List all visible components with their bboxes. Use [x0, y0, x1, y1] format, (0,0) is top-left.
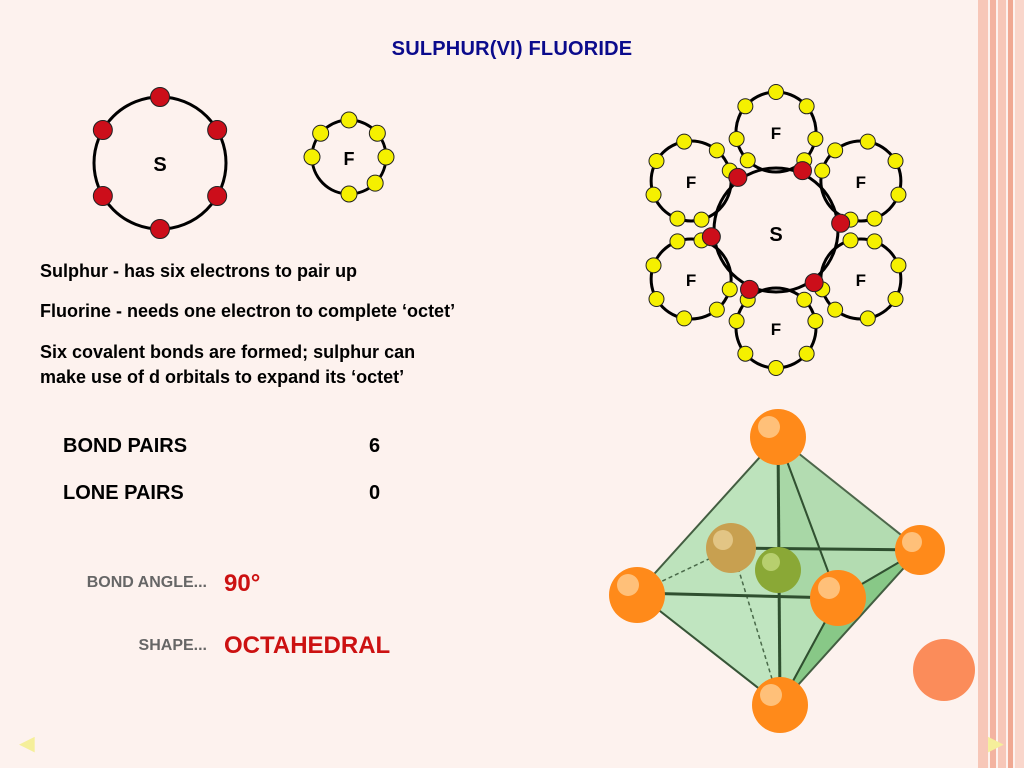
next-slide-icon[interactable]: ► — [983, 728, 1009, 758]
sulphur-electron — [728, 167, 748, 187]
fluorine-electron — [648, 153, 665, 169]
fluorine-electron — [648, 291, 665, 307]
molecule-sulphur-label: S — [769, 224, 782, 246]
fluorine-electron — [693, 211, 710, 228]
fluorine-atom-diagram: F — [303, 111, 395, 203]
sulphur-electrons — [92, 87, 228, 239]
molecule-fluorine-label: F — [856, 271, 866, 290]
fluorine-electron — [890, 257, 907, 274]
fluorine-electron — [859, 133, 876, 150]
description-line-4: make use of d orbitals to expand its ‘oc… — [40, 367, 405, 387]
fluorine-electron — [676, 133, 693, 150]
fluorine-electron — [842, 232, 859, 249]
fluorine-electron — [368, 124, 386, 142]
lone-pairs-value: 0 — [369, 482, 381, 504]
fluorine-electron — [739, 152, 756, 169]
lone-pairs-label: LONE PAIRS — [63, 482, 184, 504]
sulphur-electron — [207, 120, 228, 140]
description-line-2: Fluorine - needs one electron to complet… — [40, 301, 456, 321]
fluorine-electron — [887, 291, 904, 307]
molecule-fluorine-label: F — [856, 173, 866, 192]
fluorine-electron — [721, 281, 738, 298]
fluorine-label: F — [344, 149, 355, 169]
shape-value: OCTAHEDRAL — [224, 632, 391, 659]
fluorine-electron — [366, 174, 384, 192]
fluorine-electron — [827, 301, 844, 318]
fluorine-electron — [768, 360, 784, 376]
description-line-3: Six covalent bonds are formed; sulphur c… — [40, 342, 416, 362]
fluorine-electron — [798, 345, 815, 362]
decorative-stripes — [978, 0, 1024, 768]
fluorine-electron — [737, 345, 754, 362]
bond-pairs-label: BOND PAIRS — [63, 435, 188, 457]
fluorine-electron — [807, 130, 824, 147]
bond-angle-value: 90° — [224, 570, 261, 597]
molecule-fluorine-label: F — [771, 124, 781, 143]
molecule-fluorine-label: F — [686, 271, 696, 290]
fluorine-electron — [890, 186, 907, 203]
sulphur-electron — [804, 273, 824, 293]
fluorine-electron — [728, 130, 745, 147]
fluorine-electron — [728, 313, 745, 330]
fluorine-electron — [676, 310, 693, 327]
sulphur-atom-diagram: S — [92, 87, 228, 239]
fluorine-electron — [340, 185, 358, 203]
fluorine-electron — [737, 98, 754, 115]
fluorine-electron — [645, 257, 662, 274]
fluorine-electron — [708, 142, 725, 159]
fluorine-electron — [645, 186, 662, 203]
sulphur-electron — [701, 227, 721, 247]
sulphur-electron — [92, 186, 113, 206]
fluorine-electron — [827, 142, 844, 159]
fluorine-electron — [796, 291, 813, 308]
fluorine-electron — [340, 111, 358, 129]
slide-title: SULPHUR(VI) FLUORIDE — [391, 38, 633, 60]
fluorine-electron — [377, 148, 395, 166]
bond-angle-label: BOND ANGLE... — [86, 574, 207, 591]
fluorine-electrons — [303, 111, 395, 203]
fluorine-electron — [798, 98, 815, 115]
fluorine-electron — [814, 162, 831, 179]
fluorine-electron — [303, 148, 321, 166]
decorative-circle — [913, 639, 975, 701]
octahedron-model — [609, 409, 945, 733]
sulphur-electron — [150, 219, 170, 239]
sulphur-electron — [831, 213, 851, 233]
shape-label: SHAPE... — [138, 637, 207, 654]
fluorine-electron — [859, 310, 876, 327]
sulphur-electron — [793, 161, 813, 181]
bond-pairs-value: 6 — [369, 435, 381, 457]
previous-slide-icon[interactable]: ◄ — [14, 728, 40, 758]
fluorine-electron — [708, 301, 725, 318]
fluorine-electron — [887, 153, 904, 169]
sulphur-label: S — [153, 154, 166, 176]
fluorine-electron — [768, 84, 784, 100]
fluorine-electron — [312, 124, 330, 142]
sulphur-electron — [92, 120, 113, 140]
fluorine-electron — [866, 210, 883, 227]
molecule-fluorine-label: F — [771, 320, 781, 339]
fluorine-electron — [669, 233, 686, 250]
fluorine-electron — [807, 313, 824, 330]
sf6-dot-cross-diagram: S F F F F F F — [645, 84, 907, 376]
fluorine-electron — [866, 233, 883, 250]
sulphur-electron — [739, 279, 759, 299]
sulphur-electron — [150, 87, 170, 107]
fluorine-electron — [669, 210, 686, 227]
molecule-fluorine-label: F — [686, 173, 696, 192]
sulphur-electron — [207, 186, 228, 206]
description-line-1: Sulphur - has six electrons to pair up — [40, 261, 358, 281]
